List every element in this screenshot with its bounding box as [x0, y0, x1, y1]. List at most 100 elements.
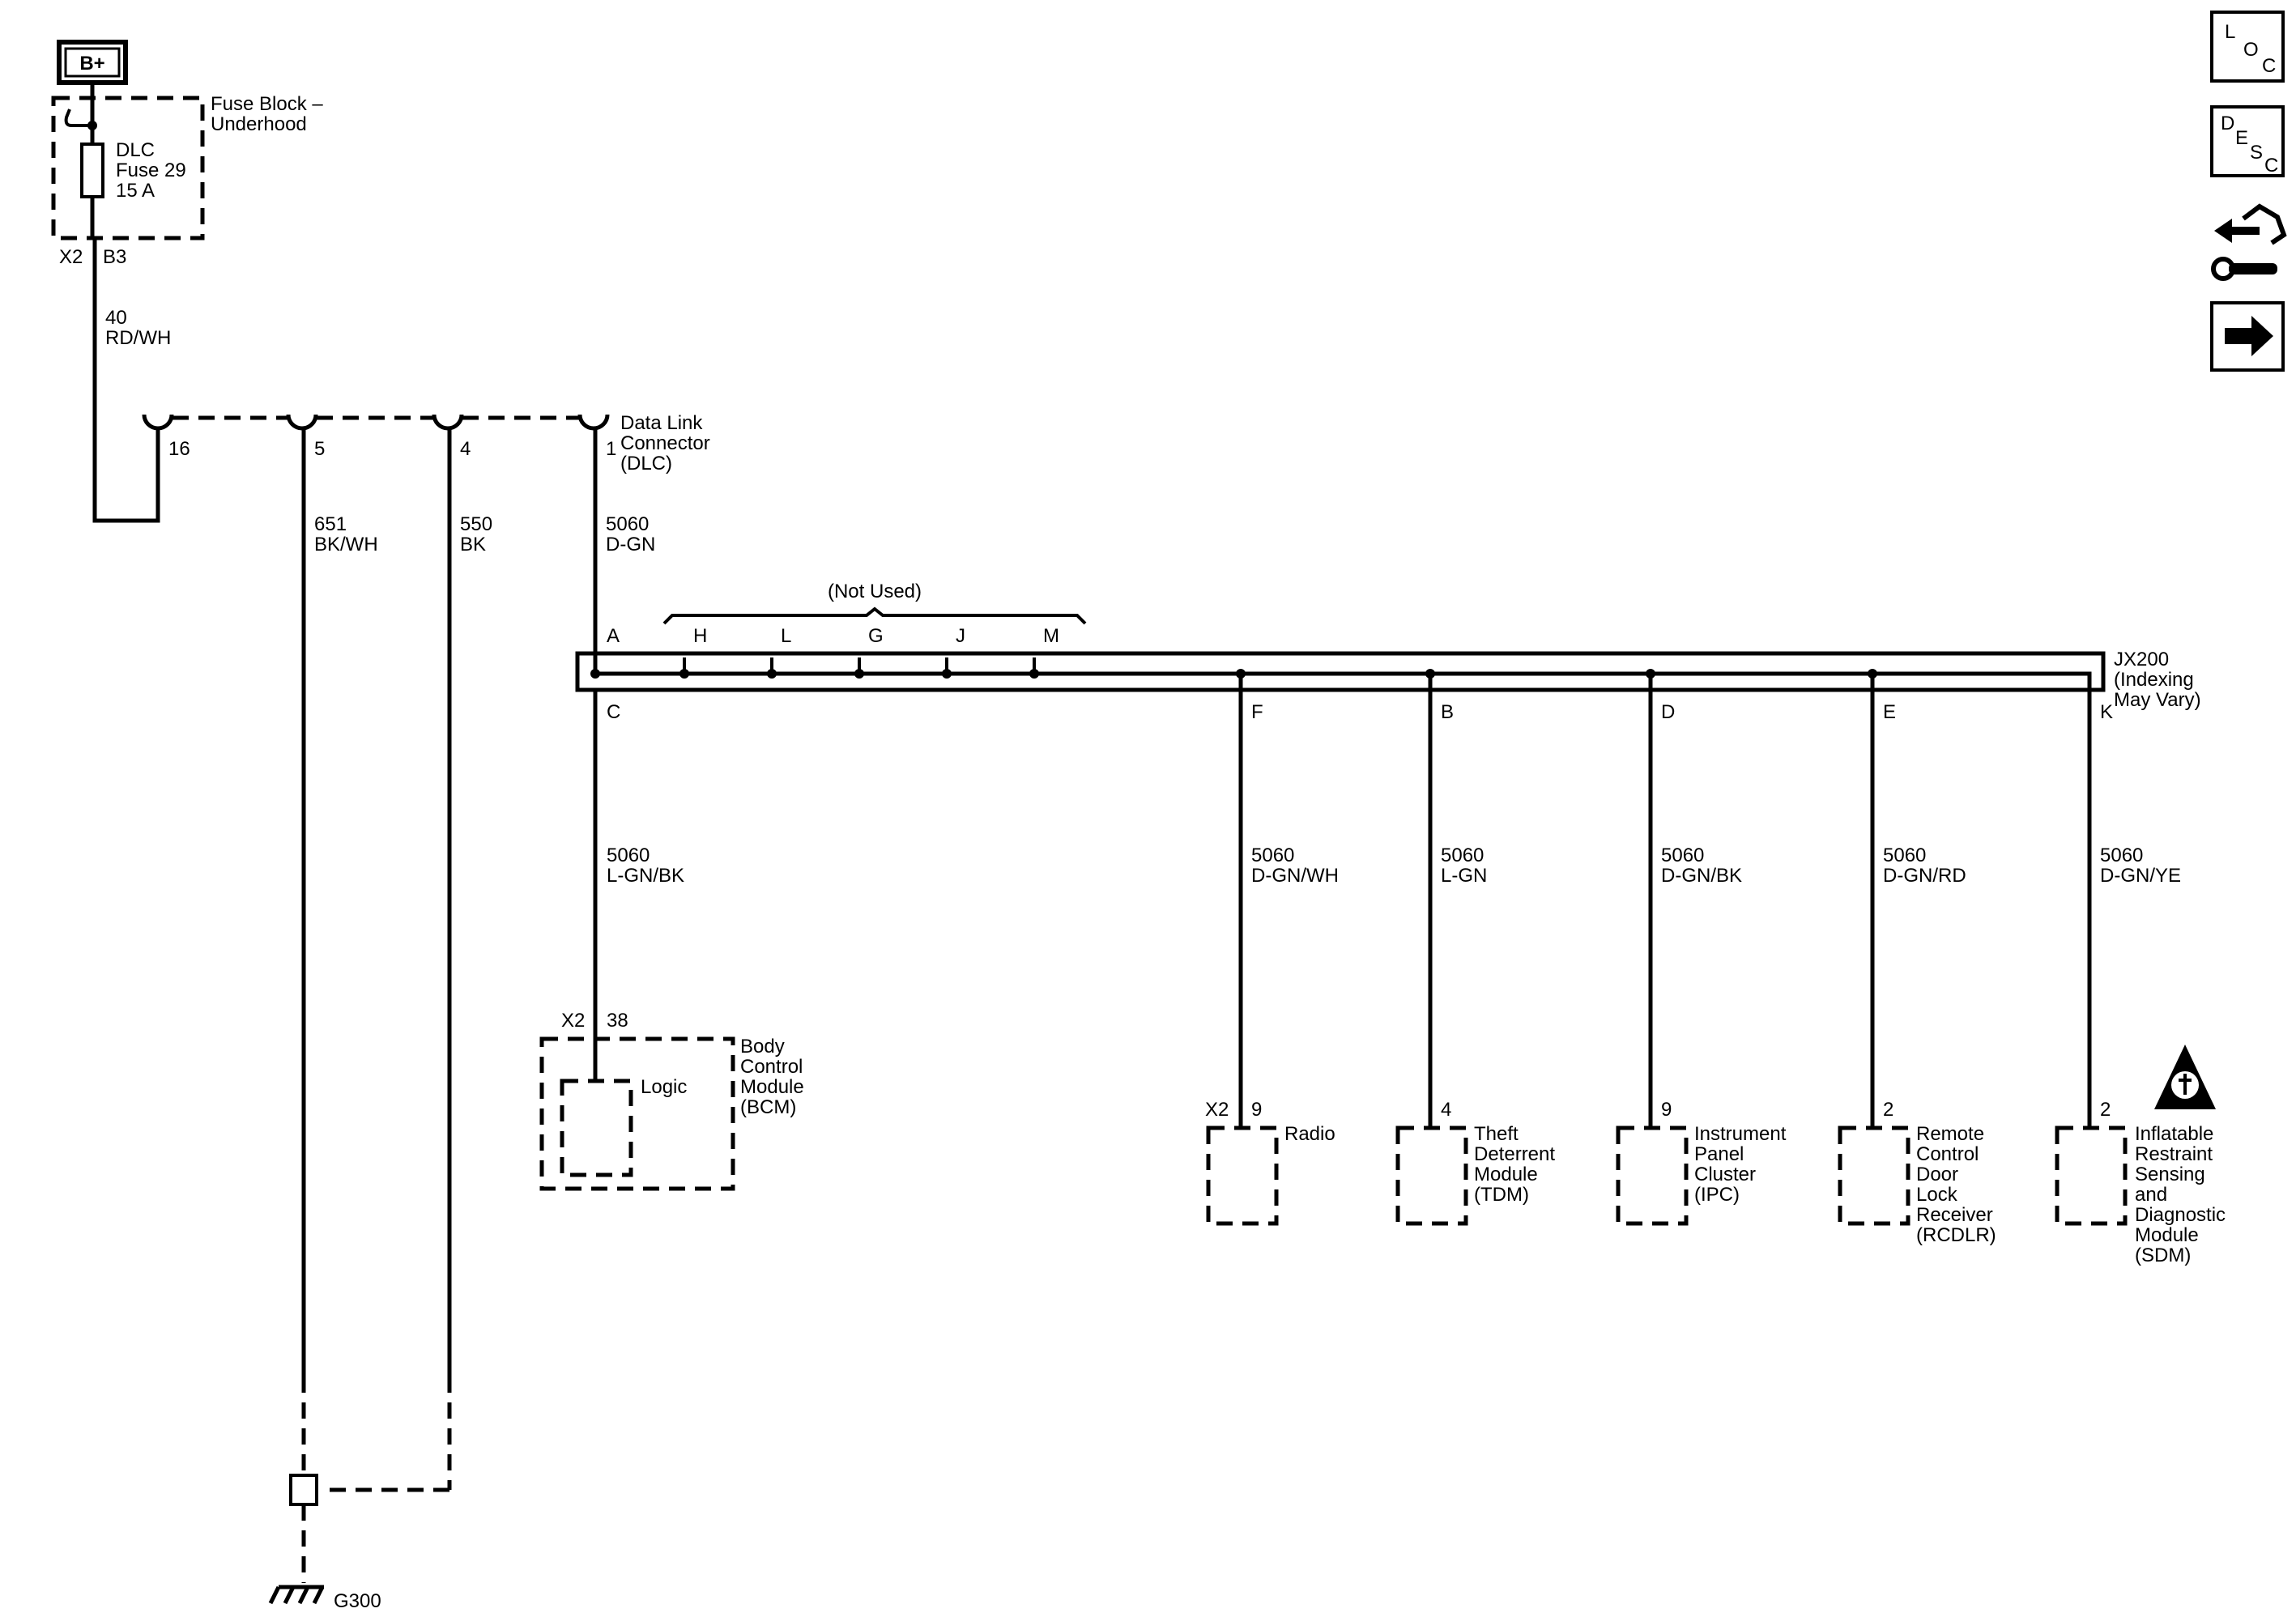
bcm-name-line2: Control [740, 1056, 803, 1078]
theft-deterrent-module: 4 Theft Deterrent Module (TDM) [1395, 1099, 1555, 1226]
branch-c-circuit: 5060 [607, 845, 650, 866]
tdm-name-line1: Theft [1474, 1123, 1519, 1145]
sdm-name-line5: Diagnostic [2135, 1204, 2226, 1226]
splice-pin-l: L [781, 625, 791, 647]
sdm-name-line1: Inflatable [2135, 1123, 2213, 1145]
splice-pin-c: C [607, 701, 620, 723]
inflatable-restraint-sdm: 2 Inflatable Restraint Sensing and Diagn… [2055, 1045, 2226, 1266]
branch-d: D 5060 D-GN/BK [1648, 674, 1742, 1128]
splice-pin-b: B [1441, 701, 1454, 723]
data-link-connector: 16 5 4 1 Data Link Connector (DLC) [142, 412, 710, 474]
wire-651-color: BK/WH [314, 534, 378, 555]
sdm-name-line2: Restraint [2135, 1143, 2213, 1165]
dlc-pin-1-label: 1 [606, 438, 616, 460]
splice-name-line2: (Indexing [2114, 669, 2194, 691]
branch-d-color: D-GN/BK [1661, 865, 1742, 887]
bcm-name-line4: (BCM) [740, 1096, 796, 1118]
fuse-block-underhood: Fuse Block – Underhood DLC Fuse 29 15 A [51, 83, 323, 240]
dlc-pin-1-socket [577, 414, 610, 431]
instrument-panel-cluster: 9 Instrument Panel Cluster (IPC) [1616, 1099, 1787, 1226]
splice-pin-f: F [1251, 701, 1263, 723]
splice-pin-e: E [1883, 701, 1896, 723]
tdm-name-line3: Module [1474, 1164, 1538, 1185]
sdm-pin-label: 2 [2100, 1099, 2111, 1121]
splice-pin-m: M [1043, 625, 1059, 647]
rcdlr-name-line1: Remote [1916, 1123, 1984, 1145]
desc-icon[interactable]: D E S C [2210, 105, 2285, 177]
wire-40-circuit: 40 [105, 307, 127, 329]
rcdlr-name-line5: Receiver [1916, 1204, 1993, 1226]
svg-text:L: L [2225, 21, 2235, 43]
branch-k: K 5060 D-GN/YE [2087, 690, 2181, 1128]
dlc-pin-4-label: 4 [460, 438, 471, 460]
ground-label: G300 [334, 1590, 381, 1612]
branch-b: B 5060 L-GN [1428, 674, 1487, 1128]
radio-module: X2 9 Radio [1205, 1099, 1335, 1226]
branch-k-color: D-GN/YE [2100, 865, 2181, 887]
wire-651-circuit: 651 [314, 513, 347, 535]
wire-40-rd-wh [92, 238, 160, 523]
splice-pin-a: A [607, 625, 620, 647]
splice-pin-d: D [1661, 701, 1675, 723]
rcdlr-name-line4: Lock [1916, 1184, 1958, 1206]
branch-b-color: L-GN [1441, 865, 1487, 887]
branch-e: E 5060 D-GN/RD [1870, 674, 1966, 1128]
wire-550-circuit: 550 [460, 513, 492, 535]
fuse-label-line1: DLC [116, 139, 155, 161]
tdm-name-line2: Deterrent [1474, 1143, 1555, 1165]
svg-text:C: C [2264, 155, 2278, 177]
svg-text:B+: B+ [79, 53, 104, 74]
dlc-pin-16-label: 16 [168, 438, 190, 460]
fuse-pin-label: B3 [103, 246, 126, 268]
bcm-name-line1: Body [740, 1036, 785, 1057]
rcdlr-name-line2: Control [1916, 1143, 1979, 1165]
fuse-block-name-line2: Underhood [211, 113, 307, 135]
body-control-module: X2 38 Logic Body Control Module (BCM) [539, 1010, 804, 1191]
wire-5060-circuit: 5060 [606, 513, 649, 535]
radio-connector-label: X2 [1205, 1099, 1229, 1121]
airbag-warning-icon [2154, 1045, 2216, 1109]
splice-pin-g: G [868, 625, 884, 647]
sdm-name-line7: (SDM) [2135, 1245, 2191, 1266]
splice-name-line3: May Vary) [2114, 689, 2201, 711]
ipc-pin-label: 9 [1661, 1099, 1672, 1121]
not-used-brace [662, 606, 1087, 625]
next-arrow-icon[interactable] [2210, 301, 2285, 372]
sdm-name-line3: Sensing [2135, 1164, 2205, 1185]
remote-control-door-lock-receiver: 2 Remote Control Door Lock Receiver (RCD… [1838, 1099, 1996, 1246]
wire-5060-color: D-GN [606, 534, 655, 555]
ground-g300: G300 [268, 1474, 381, 1612]
dlc-name-line1: Data Link [620, 412, 703, 434]
fuse-label-line3: 15 A [116, 180, 155, 202]
dlc-name-line3: (DLC) [620, 453, 672, 474]
wire-40-color: RD/WH [105, 327, 171, 349]
branch-c-color: L-GN/BK [607, 865, 684, 887]
ipc-name-line4: (IPC) [1694, 1184, 1740, 1206]
radio-pin-label: 9 [1251, 1099, 1262, 1121]
rcdlr-name-line3: Door [1916, 1164, 1958, 1185]
connector-tool-icon[interactable] [2211, 203, 2287, 281]
branch-f: F 5060 D-GN/WH [1238, 674, 1339, 1128]
sdm-name-line4: and [2135, 1184, 2167, 1206]
splice-junction-dots [590, 669, 1877, 679]
fuse-tap-icon [64, 109, 92, 127]
splice-name-line1: JX200 [2114, 649, 2169, 670]
tdm-pin-label: 4 [1441, 1099, 1451, 1121]
svg-text:S: S [2250, 142, 2263, 164]
splice-pin-j: J [956, 625, 965, 647]
bcm-logic-label: Logic [641, 1076, 687, 1098]
bcm-connector-label: X2 [561, 1010, 585, 1032]
branch-b-circuit: 5060 [1441, 845, 1484, 866]
svg-text:E: E [2235, 127, 2248, 149]
ipc-name-line1: Instrument [1694, 1123, 1787, 1145]
svg-text:C: C [2262, 55, 2276, 77]
branch-e-circuit: 5060 [1883, 845, 1926, 866]
branch-d-circuit: 5060 [1661, 845, 1704, 866]
branch-f-circuit: 5060 [1251, 845, 1294, 866]
wire-550-color: BK [460, 534, 486, 555]
sdm-name-line6: Module [2135, 1224, 2199, 1246]
loc-icon[interactable]: L O C [2210, 11, 2285, 83]
fuse-block-name-line1: Fuse Block – [211, 93, 323, 115]
dlc-pin-5-label: 5 [314, 438, 325, 460]
